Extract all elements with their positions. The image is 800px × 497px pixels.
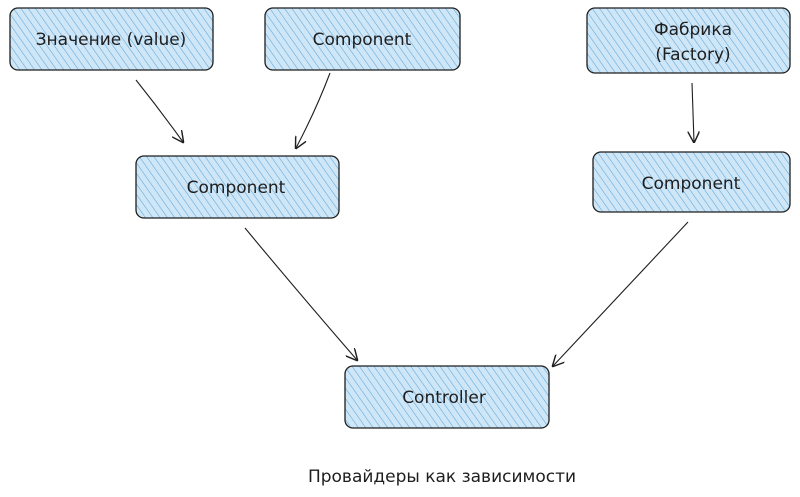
arrow-factory-to-component: [692, 82, 694, 142]
arrow-component-right-to-controller: [553, 221, 689, 366]
node-component-right-label: Component: [642, 174, 741, 194]
arrow-component-left-to-controller: [244, 227, 357, 360]
node-component-right-box: [592, 151, 791, 213]
node-component-left: Component: [135, 155, 340, 219]
arrows: [135, 72, 694, 366]
node-controller-box: [344, 365, 550, 429]
arrow-value-to-component: [135, 79, 183, 142]
arrow-component-top-to-component: [296, 72, 331, 148]
node-component-right: Component: [592, 151, 791, 213]
node-controller: Controller: [344, 365, 550, 429]
node-value-label: Значение (value): [36, 30, 187, 50]
node-factory-label-line1: Фабрика: [654, 20, 732, 40]
node-controller-label: Controller: [402, 388, 486, 408]
node-value: Значение (value): [9, 7, 214, 71]
node-value-box: [9, 7, 214, 71]
node-component-top: Component: [264, 7, 461, 71]
node-component-left-label: Component: [187, 178, 286, 198]
node-factory-label-line2: (Factory): [655, 45, 730, 65]
node-component-top-box: [264, 7, 461, 71]
node-component-left-box: [135, 155, 340, 219]
node-factory: Фабрика (Factory): [586, 7, 791, 74]
node-component-top-label: Component: [313, 30, 412, 50]
node-factory-box: [586, 7, 791, 74]
diagram-caption: Провайдеры как зависимости: [308, 467, 576, 487]
